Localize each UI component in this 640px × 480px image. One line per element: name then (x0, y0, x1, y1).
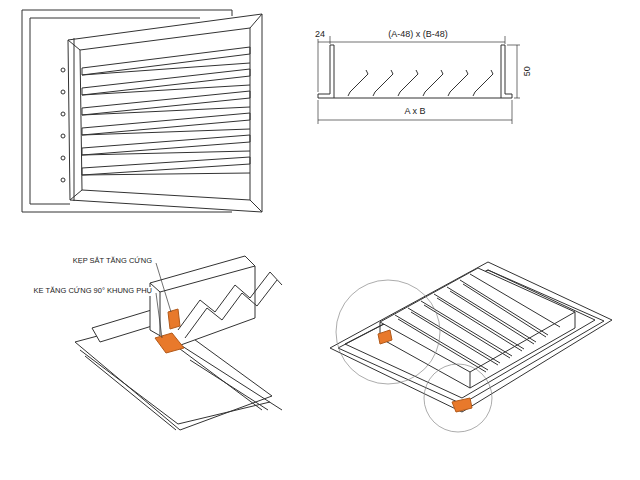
louver-iso-view (61, 90, 65, 94)
louver-section (448, 70, 468, 96)
louver-iso-view (70, 190, 82, 200)
frame-detail (80, 350, 270, 424)
louver-iso-view (61, 178, 65, 182)
grille-iso-view (460, 280, 548, 335)
louver-iso-view (68, 14, 262, 212)
dimension-text: 50 (522, 65, 532, 77)
louver-iso-view (61, 68, 65, 182)
frame-detail (160, 266, 255, 292)
louver-iso-view (30, 18, 200, 19)
dimension-text: (A-48) x (B-48) (387, 29, 449, 39)
louver-iso-view (82, 113, 250, 135)
grille-iso-view (398, 319, 486, 372)
frame-detail (150, 256, 255, 346)
grille-iso-view (450, 291, 534, 344)
louver-section (318, 36, 520, 124)
louver-iso-view (82, 91, 250, 115)
grille-iso-view (470, 312, 575, 388)
louver-iso-view (250, 200, 262, 212)
louver-iso-view (80, 28, 250, 200)
louver-section (318, 45, 334, 98)
louver-iso-view (22, 10, 262, 212)
louver-iso-view (82, 63, 250, 75)
louver-section (423, 70, 443, 96)
louver-section (318, 36, 319, 92)
grille-iso-view (437, 298, 522, 351)
frame-detail (185, 280, 277, 338)
louver-iso-view (82, 69, 250, 95)
louver-section (507, 45, 520, 46)
louver-iso-view (82, 135, 250, 155)
louver-iso-view (61, 134, 65, 138)
louver-iso-view (82, 157, 250, 175)
grille-iso-view (330, 262, 612, 432)
grille-iso-view (330, 262, 612, 412)
louver-section (330, 42, 505, 43)
frame-detail (182, 346, 282, 410)
louver-section (512, 100, 513, 124)
grille-iso-view (408, 308, 500, 363)
louver-section (318, 42, 330, 43)
grille-iso-view (447, 287, 536, 342)
frame-detail (85, 356, 176, 430)
louver-iso-view (250, 14, 262, 28)
grille-iso-view (463, 284, 546, 337)
louver-section (501, 45, 512, 98)
louver-iso-view (82, 47, 250, 75)
louver-iso-view (82, 107, 250, 115)
grille-iso-view (470, 274, 560, 327)
grille-iso-view (395, 315, 488, 370)
louver-section (517, 45, 518, 98)
louver-iso-view (82, 47, 250, 175)
part-label: KẸP SẮT TĂNG CỨNG (72, 257, 153, 266)
grille-iso-view (380, 322, 470, 388)
grille-iso-view (452, 398, 472, 412)
louver-iso-view (82, 173, 250, 175)
frame-detail (178, 272, 282, 330)
louver-section (330, 36, 331, 44)
louver-section (318, 120, 512, 121)
louver-section (318, 100, 319, 124)
grille-iso-view (395, 274, 560, 372)
louver-section (373, 70, 393, 96)
louver-iso-view (82, 129, 250, 135)
frame-detail (156, 293, 162, 338)
louver-section (398, 70, 418, 96)
louver-iso-view (74, 38, 75, 201)
grille-iso-view (336, 280, 440, 384)
frame-detail (75, 256, 282, 430)
louver-iso-view (61, 68, 65, 72)
dimension-text: A x B (403, 106, 426, 116)
grille-iso-view (378, 330, 392, 344)
louver-iso-view (82, 151, 250, 155)
part-label: KE TĂNG CỨNG 90° KHUNG PHỤ (33, 287, 153, 296)
louver-iso-view (22, 212, 232, 213)
louver-iso-view (232, 10, 233, 16)
louver-section (505, 36, 506, 44)
louver-section (318, 98, 512, 99)
frame-detail (160, 292, 161, 335)
louver-iso-view (30, 204, 70, 205)
grille-iso-view (434, 294, 524, 349)
grille-iso-view (380, 268, 575, 372)
louver-section (473, 70, 493, 96)
louver-iso-view (22, 10, 232, 11)
frame-detail (155, 333, 184, 353)
dimension-text: 24 (314, 29, 326, 39)
frame-detail (168, 309, 180, 329)
louver-section (318, 36, 520, 124)
frame-detail (156, 263, 171, 338)
louver-section (348, 70, 368, 96)
frame-detail (190, 360, 268, 410)
frame-detail (156, 263, 171, 312)
louver-iso-view (61, 156, 65, 160)
louver-iso-view (22, 10, 23, 212)
grille-iso-view (411, 312, 498, 365)
louver-iso-view (61, 112, 65, 116)
grille-iso-view (424, 364, 492, 432)
louver-section (348, 70, 493, 96)
louver-iso-view (30, 18, 31, 204)
